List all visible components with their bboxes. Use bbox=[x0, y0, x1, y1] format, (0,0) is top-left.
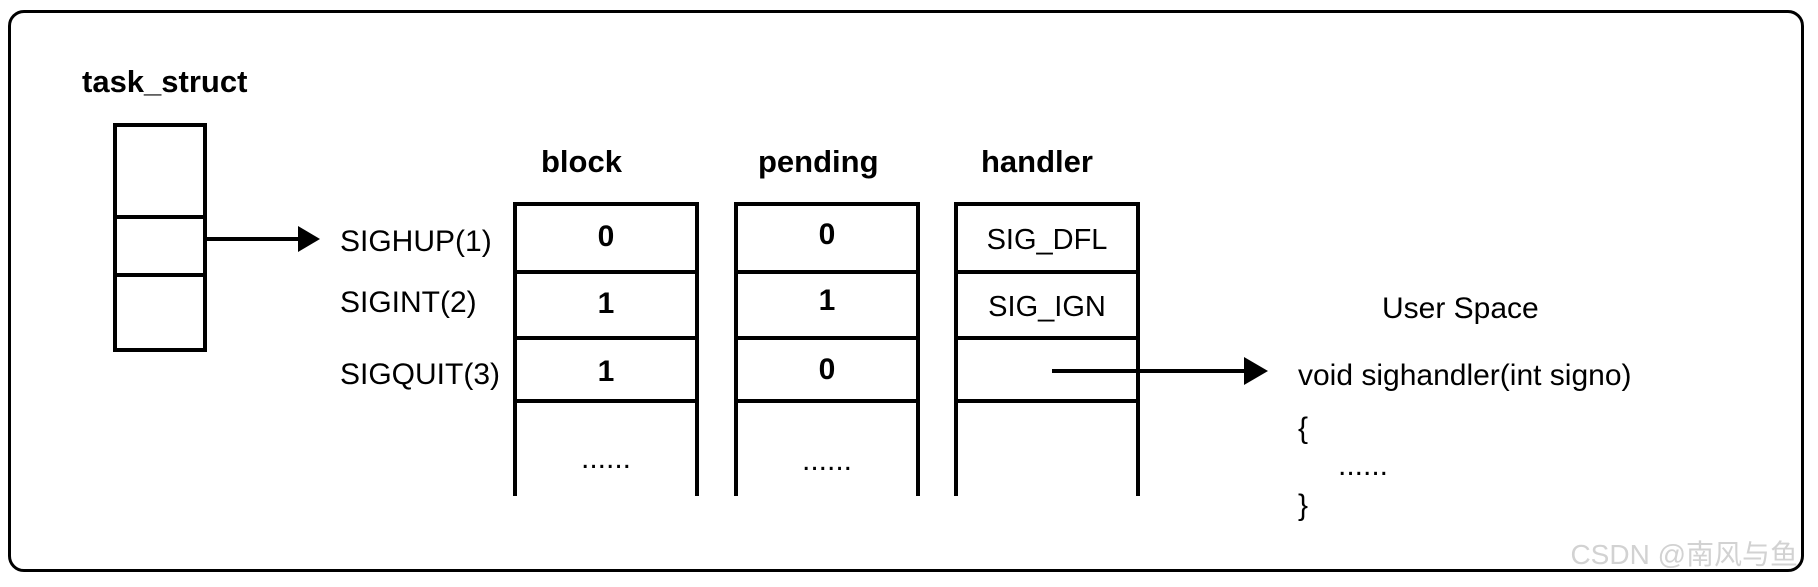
handler-header: handler bbox=[981, 144, 1093, 179]
block-cell-sighup: 0 bbox=[597, 220, 615, 253]
code-line-signature: void sighandler(int signo) bbox=[1298, 359, 1632, 392]
pending-cell-sigquit: 0 bbox=[818, 353, 836, 386]
task-struct-divider bbox=[117, 273, 203, 277]
row-divider bbox=[517, 399, 695, 403]
block-header: block bbox=[541, 144, 622, 179]
row-divider bbox=[958, 336, 1136, 340]
task-struct-box bbox=[113, 123, 207, 352]
block-cell-sigquit: 1 bbox=[597, 355, 615, 388]
row-divider bbox=[958, 399, 1136, 403]
user-space-title: User Space bbox=[1382, 292, 1539, 325]
handler-table: SIG_DFL SIG_IGN bbox=[954, 202, 1140, 496]
pending-ellipsis: ...... bbox=[801, 444, 852, 477]
block-cell-sigint: 1 bbox=[597, 287, 615, 320]
pending-table: 0 1 0 ...... bbox=[734, 202, 920, 496]
handler-cell-sigint: SIG_IGN bbox=[988, 291, 1106, 323]
watermark: CSDN @南风与鱼 bbox=[1570, 539, 1798, 570]
code-line-body-ellipsis: ...... bbox=[1338, 449, 1389, 482]
pending-cell-sighup: 0 bbox=[818, 218, 836, 251]
pending-header: pending bbox=[758, 144, 879, 179]
task-struct-to-signals-arrow bbox=[207, 226, 320, 252]
row-divider bbox=[738, 399, 916, 403]
signal-label-sighup: SIGHUP(1) bbox=[340, 225, 492, 258]
pending-cell-sigint: 1 bbox=[818, 284, 836, 317]
signal-label-sigquit: SIGQUIT(3) bbox=[340, 358, 501, 391]
block-ellipsis: ...... bbox=[580, 442, 631, 475]
row-divider bbox=[738, 270, 916, 274]
code-line-open-brace: { bbox=[1298, 412, 1309, 445]
handler-cell-sighup: SIG_DFL bbox=[986, 224, 1108, 256]
row-divider bbox=[958, 270, 1136, 274]
block-table: 0 1 1 ...... bbox=[513, 202, 699, 496]
code-line-close-brace: } bbox=[1298, 489, 1309, 522]
signal-label-sigint: SIGINT(2) bbox=[340, 286, 477, 319]
row-divider bbox=[738, 336, 916, 340]
handler-to-user-space-arrow bbox=[1052, 357, 1268, 385]
diagram-frame bbox=[8, 10, 1804, 572]
task-struct-divider bbox=[117, 215, 203, 219]
task-struct-label: task_struct bbox=[82, 64, 248, 99]
row-divider bbox=[517, 270, 695, 274]
row-divider bbox=[517, 336, 695, 340]
